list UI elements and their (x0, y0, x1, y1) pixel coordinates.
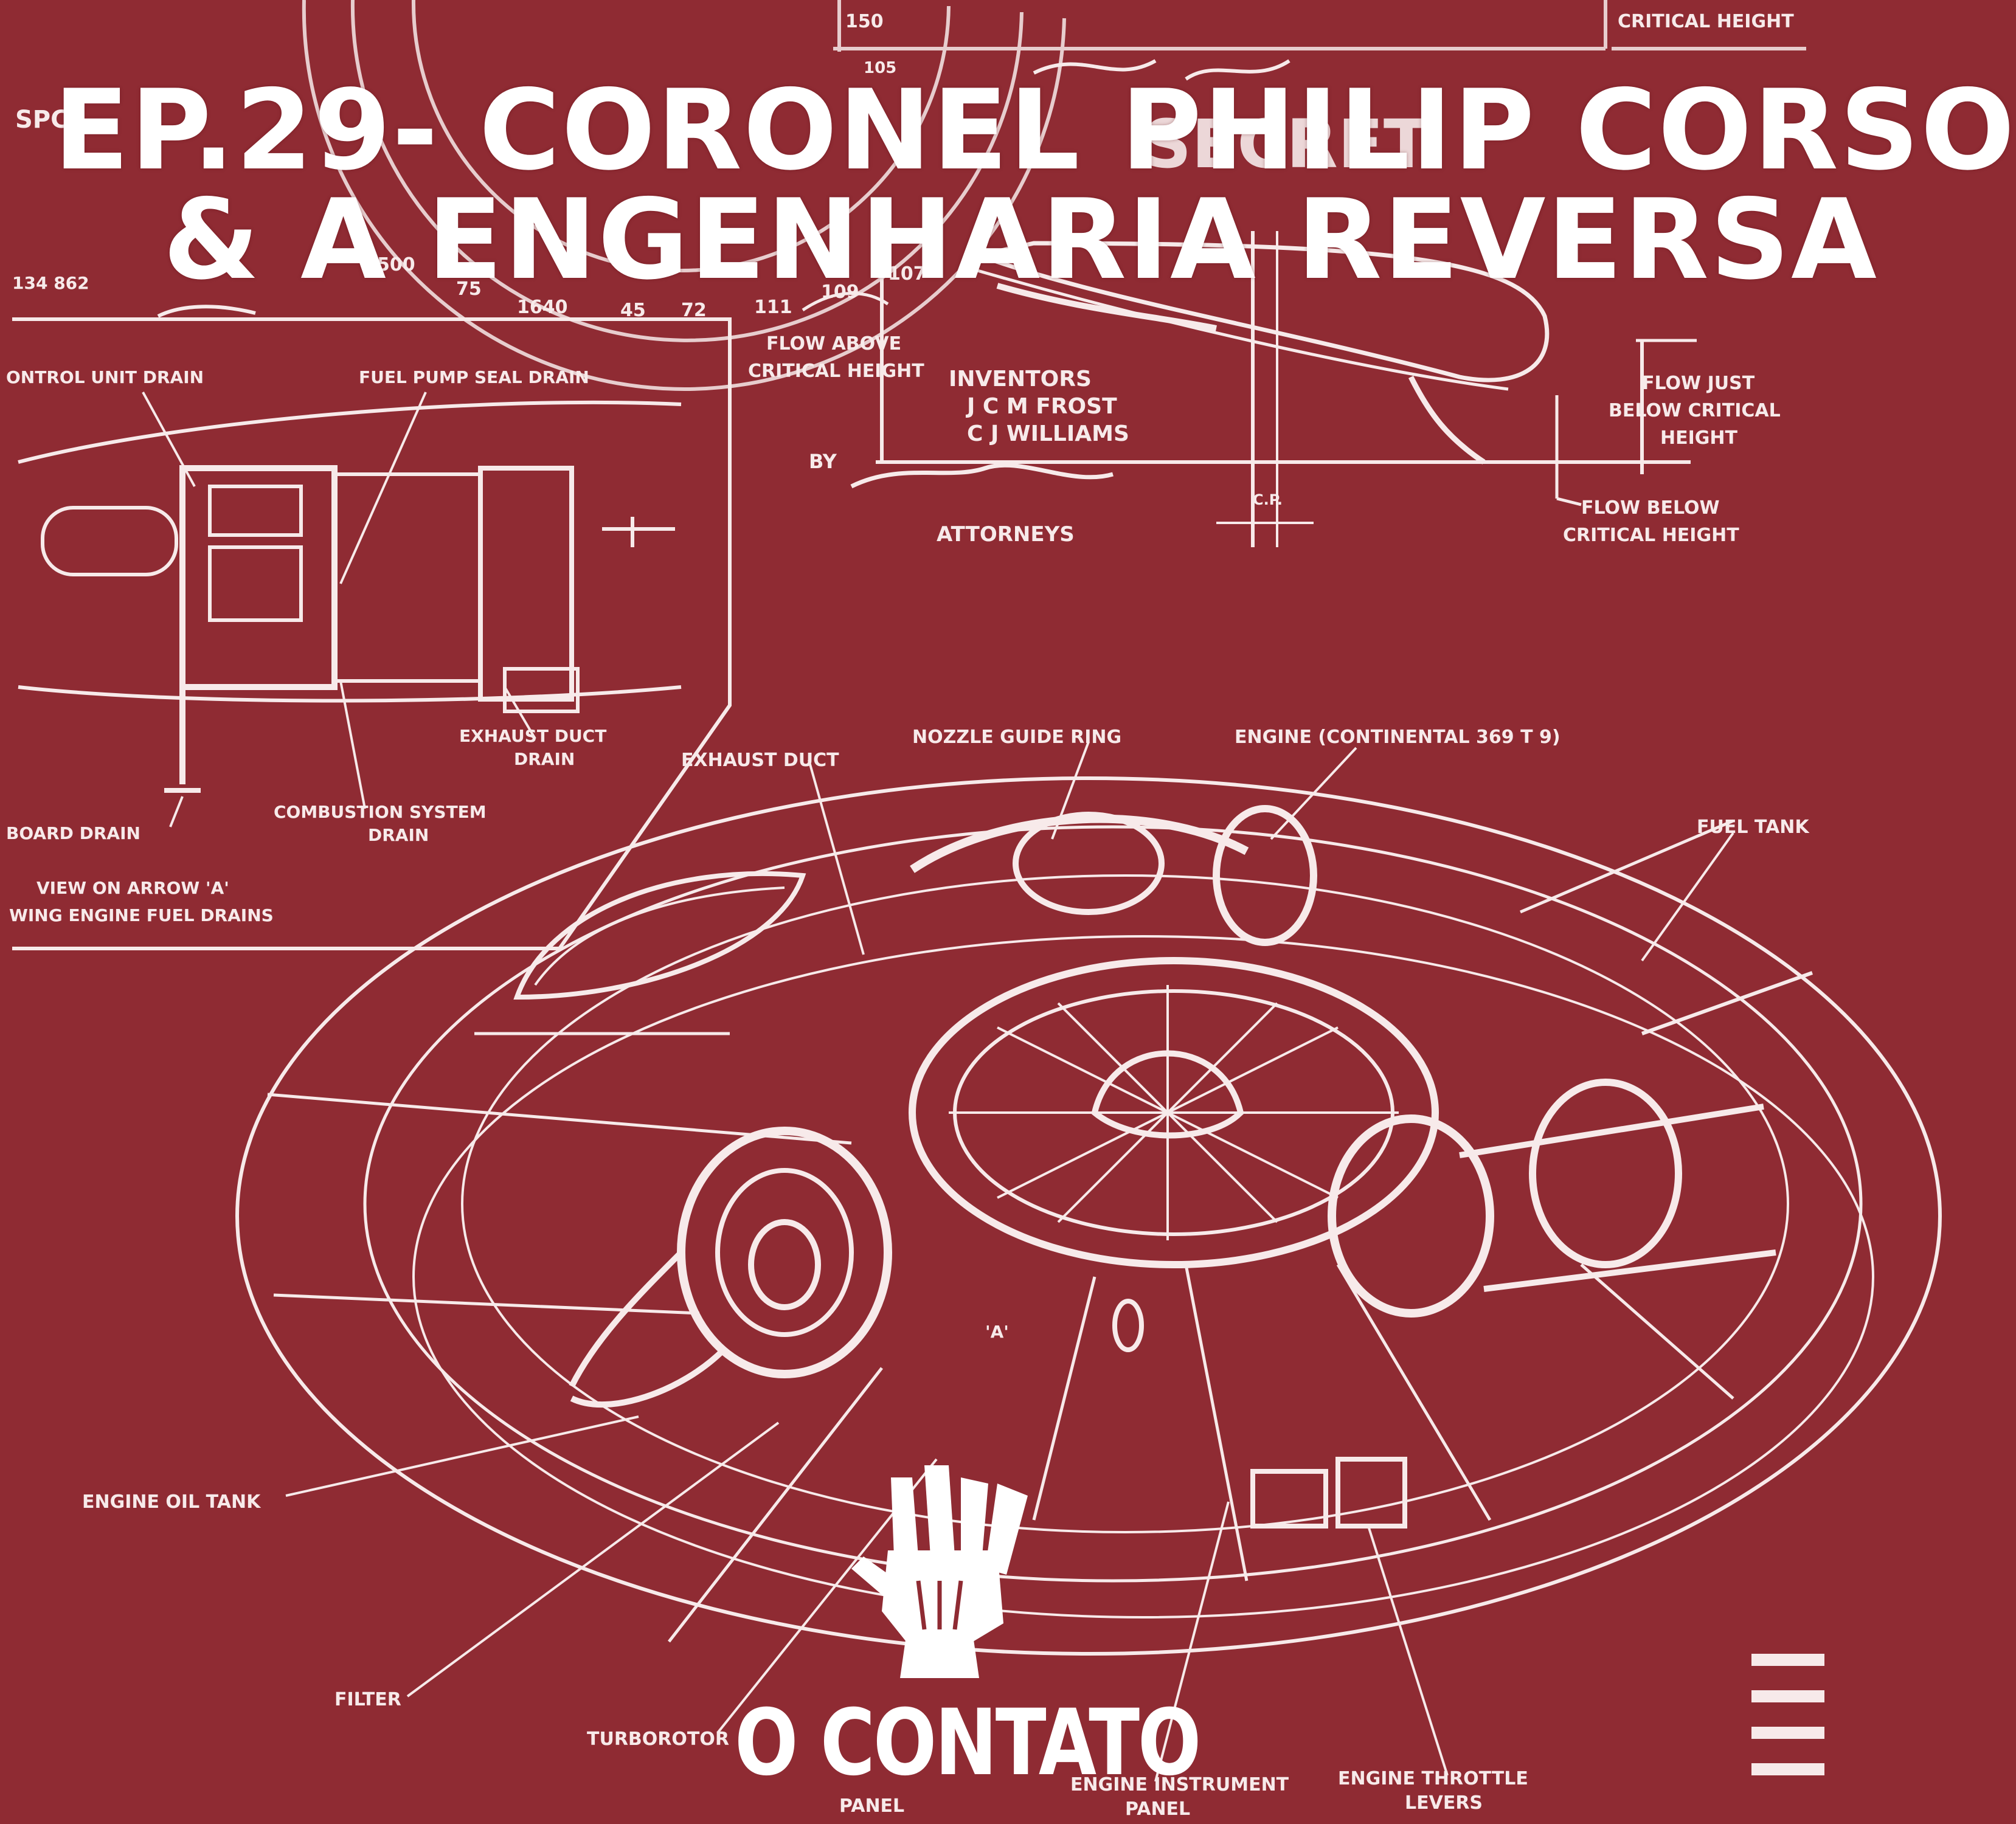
airfoil-patent-drawing (157, 59, 1697, 547)
ufo-blueprint-illustration: CRITICAL HEIGHT FLOW ABOVE CRITICAL HEIG… (6, 0, 1942, 1820)
label-inboard-drain: BOARD DRAIN (6, 823, 140, 843)
label-flow-just-below-2: BELOW CRITICAL (1609, 400, 1781, 421)
label-throttle-levers-1: ENGINE THROTTLE (1338, 1768, 1528, 1789)
episode-title-line-1: EP.29- CORONEL PHILIP CORSO (54, 66, 2016, 195)
label-secret-stamp: SECRET (1143, 105, 1429, 183)
label-instrument-panel-2: PANEL (1125, 1798, 1190, 1820)
label-flow-above-1: FLOW ABOVE (766, 333, 901, 354)
label-inventor-frost: J C M FROST (965, 394, 1117, 419)
label-number-109: 109 (821, 282, 859, 303)
label-control-unit-drain: ONTROL UNIT DRAIN (6, 367, 204, 387)
label-throttle-levers-2: LEVERS (1405, 1792, 1483, 1814)
label-inventor-williams: C J WILLIAMS (967, 421, 1129, 446)
label-inventors: INVENTORS (949, 367, 1092, 392)
raised-hand-icon (851, 1465, 1028, 1678)
label-number-150: 150 (845, 11, 884, 32)
label-nozzle-guide-ring: NOZZLE GUIDE RING (912, 727, 1121, 748)
label-flow-below-2: CRITICAL HEIGHT (1563, 525, 1739, 546)
label-by: BY (809, 450, 837, 473)
label-engine-oil-tank: ENGINE OIL TANK (82, 1491, 262, 1513)
label-exhaust-duct-drain-1: EXHAUST DUCT (459, 726, 606, 746)
label-view-arrow-1: VIEW ON ARROW 'A' (36, 878, 229, 898)
label-critical-height-top: CRITICAL HEIGHT (1618, 11, 1794, 32)
brand-name: O CONTATO (735, 1690, 1201, 1796)
label-number-72: 72 (681, 300, 707, 321)
podcast-cover: CRITICAL HEIGHT FLOW ABOVE CRITICAL HEIG… (6, 0, 2015, 1820)
label-number-107: 107 (888, 263, 926, 285)
label-number-45: 45 (620, 300, 646, 321)
label-number-111: 111 (754, 297, 792, 318)
label-attorneys: ATTORNEYS (937, 522, 1075, 547)
label-number-75: 75 (456, 278, 482, 300)
label-number-1640: 1640 (517, 297, 568, 318)
label-turborotor: TURBOROTOR (587, 1729, 729, 1750)
label-panel-left: PANEL (839, 1795, 904, 1817)
hand-detail-lines (916, 1580, 963, 1630)
label-view-arrow-2: WING ENGINE FUEL DRAINS (9, 905, 274, 925)
label-number-105: 105 (864, 59, 896, 77)
label-flow-just-below-3: HEIGHT (1660, 427, 1737, 449)
label-fuel-pump-seal-drain: FUEL PUMP SEAL DRAIN (359, 367, 589, 387)
label-fuel-tank: FUEL TANK (1697, 817, 1810, 838)
label-number-134862: 134 862 (12, 273, 89, 293)
engine-drain-inset (12, 317, 732, 950)
compass-arcs (302, 0, 1806, 392)
label-combustion-drain-2: DRAIN (368, 825, 429, 845)
label-flow-above-2: CRITICAL HEIGHT (748, 361, 924, 382)
label-engine-continental: ENGINE (CONTINENTAL 369 T 9) (1235, 727, 1560, 748)
label-spc: SPC (15, 106, 68, 134)
label-filter: FILTER (334, 1689, 401, 1710)
label-combustion-drain-1: COMBUSTION SYSTEM (274, 802, 487, 822)
blueprint-labels: CRITICAL HEIGHT FLOW ABOVE CRITICAL HEIG… (6, 11, 1810, 1820)
label-flow-below-1: FLOW BELOW (1581, 497, 1720, 519)
label-flow-just-below-1: FLOW JUST (1642, 373, 1755, 394)
label-cp: C.P. (1253, 491, 1283, 508)
label-arrow-a: 'A' (985, 1322, 1009, 1342)
label-exhaust-duct: EXHAUST DUCT (681, 750, 839, 771)
label-instrument-panel-1: ENGINE INSTRUMENT (1070, 1774, 1289, 1795)
label-exhaust-duct-drain-2: DRAIN (514, 749, 575, 769)
episode-title-line-2: & A ENGENHARIA REVERSA (163, 175, 1878, 304)
flying-saucer-cutaway (235, 741, 1942, 1782)
label-number-500: 500 (377, 254, 415, 275)
